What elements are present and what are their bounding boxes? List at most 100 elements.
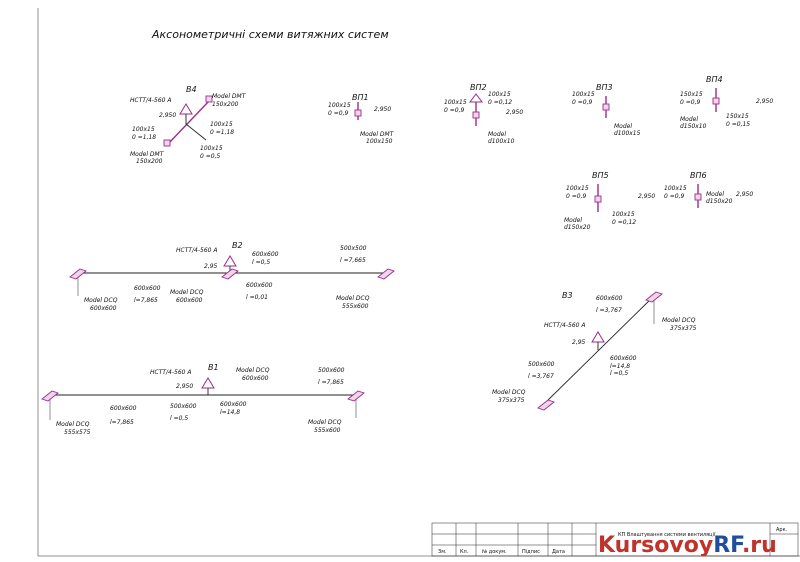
bp2-lbl3: 100x15	[488, 91, 511, 98]
bp4-lbl5: 0 =0,15	[726, 121, 750, 128]
bp3-lbl3: Model	[614, 123, 632, 130]
b4-lbl9: 0 =0,5	[200, 153, 220, 160]
b4-grille-2	[205, 95, 213, 103]
b4-lbl1: 2,950	[159, 112, 176, 119]
bp4-name: ВП4	[706, 75, 723, 84]
system-b1: В1 НСТТ/4-560 А 2,950 Model DCQ 600x600 …	[41, 363, 365, 436]
bp4-grille	[712, 97, 720, 105]
b3-m1: Model DCQ	[662, 317, 696, 324]
b3-lbl6: l =0,5	[610, 370, 628, 377]
b1-lbl9: l=14,8	[220, 409, 240, 416]
stamp-frame	[431, 522, 799, 557]
b2-m3: Model DCQ	[336, 295, 370, 302]
system-b4: В4 НСТТ/4-560 А 2,950 Model DMT 150x200 …	[130, 85, 247, 165]
bp3-lbl4: d100x15	[614, 130, 641, 137]
bp5-lbl6: Model	[564, 217, 582, 224]
b1-grille-2	[347, 390, 365, 402]
b1-lbl2: Model DCQ	[236, 367, 270, 374]
b4-lbl6: 100x15	[210, 121, 233, 128]
bp6-name: ВП6	[690, 171, 707, 180]
bp4-lbl3: 2,950	[756, 98, 773, 105]
system-bp2: ВП2 100x15 0 =0,9 100x15 0 =0,12 2,950 M…	[444, 83, 523, 145]
b2-lbl5: l=7,865	[134, 297, 158, 304]
system-bp3: ВП3 100x15 0 =0,9 Model d100x15	[572, 83, 641, 137]
bp5-lbl1: 100x15	[566, 185, 589, 192]
b3-lbl4: 600x600	[610, 355, 637, 362]
b4-lbl4: 100x15	[132, 126, 155, 133]
bp4-lbl2: 0 =0,9	[680, 99, 700, 106]
b4-name: В4	[186, 85, 197, 94]
b3-lbl1: 2,95	[572, 339, 586, 346]
bp1-lbl4: Model DMT	[360, 131, 395, 138]
bp4-lbl1: 150x15	[680, 91, 703, 98]
b1-name: В1	[208, 363, 219, 372]
b2-grille-3	[377, 268, 395, 280]
b4-lbl2: Model DMT	[212, 93, 247, 100]
b2-lbl1: 2,95	[204, 263, 218, 270]
bp3-grille	[602, 103, 610, 111]
b2-grille-2	[221, 268, 239, 280]
b1-lbl1: 2,950	[176, 383, 193, 390]
bp6-lbl1: 100x15	[664, 185, 687, 192]
b2-lbl4: 600x600	[134, 285, 161, 292]
b1-lbl7: l =0,5	[170, 415, 188, 422]
b4-lbl3: 150x200	[212, 101, 239, 108]
bp3-lbl2: 0 =0,9	[572, 99, 592, 106]
b3-lbl2: 600x600	[596, 295, 623, 302]
b1-m2: Model DCQ	[308, 419, 342, 426]
stamp-col5: Дата	[552, 549, 565, 555]
b3-m2s: 375x375	[498, 397, 525, 404]
bp5-lbl2: 0 =0,9	[566, 193, 586, 200]
b4-lbl10: Model DMT	[130, 151, 165, 158]
b2-m1s: 600x600	[90, 305, 117, 312]
b1-lbl4: 600x600	[110, 405, 137, 412]
system-bp1: ВП1 100x15 0 =0,9 2,950 Model DMT 100x15…	[328, 93, 395, 145]
bp5-grille	[594, 195, 602, 203]
b3-main-duct	[543, 295, 655, 405]
b2-lbl2: 600x600	[252, 251, 279, 258]
b2-m2: Model DCQ	[170, 289, 204, 296]
b2-fan-icon	[223, 255, 237, 267]
bp3-name: ВП3	[596, 83, 613, 92]
b1-m1s: 555x575	[64, 429, 91, 436]
b2-lbl8: 500x500	[340, 245, 367, 252]
watermark-part1: KursovoyRF.ru	[598, 533, 777, 558]
b1-lbl11: l =7,865	[318, 379, 344, 386]
b3-fan-icon	[591, 331, 605, 343]
b1-lbl5: l=7,865	[110, 419, 134, 426]
b3-lbl3: l =3,767	[596, 307, 622, 314]
bp4-lbl7: d150x10	[680, 123, 707, 130]
bp1-lbl1: 100x15	[328, 102, 351, 109]
b4-fan-icon	[179, 103, 193, 115]
b4-duct-branch	[185, 123, 207, 141]
b1-grille-1	[41, 390, 59, 402]
system-bp6: ВП6 100x15 0 =0,9 2,950 Model d150x20	[664, 171, 753, 208]
b2-lbl7: l =0,01	[246, 294, 268, 301]
bp3-lbl1: 100x15	[572, 91, 595, 98]
b3-fan: НСТТ/4-560 А	[544, 322, 586, 329]
b2-m2s: 600x600	[176, 297, 203, 304]
bp2-grille	[472, 111, 480, 119]
b3-m1s: 375x375	[670, 325, 697, 332]
b2-grille-1	[69, 268, 87, 280]
bp5-lbl5: 0 =0,12	[612, 219, 636, 226]
bp2-name: ВП2	[470, 83, 487, 92]
b2-lbl9: l =7,665	[340, 257, 366, 264]
stamp-doc-text: КП Влаштування системи вентиляції	[618, 532, 716, 538]
bp2-lbl7: d100x10	[488, 138, 515, 145]
stamp-sheet-label: Арк.	[776, 527, 788, 533]
b2-m3s: 555x600	[342, 303, 369, 310]
b1-lbl3: 600x600	[242, 375, 269, 382]
system-bp4: ВП4 150x15 0 =0,9 2,950 150x15 0 =0,15 M…	[680, 75, 773, 130]
b1-m1: Model DCQ	[56, 421, 90, 428]
watermark-text-3: .ru	[742, 533, 777, 558]
b1-fan: НСТТ/4-560 А	[150, 369, 192, 376]
bp1-lbl3: 2,950	[374, 106, 391, 113]
b1-m2s: 555x600	[314, 427, 341, 434]
b3-lbl7: 500x600	[528, 361, 555, 368]
bp6-lbl3: 2,950	[736, 191, 753, 198]
b2-m1: Model DCQ	[84, 297, 118, 304]
stamp-col1: Зм.	[438, 549, 447, 555]
b2-fan: НСТТ/4-560 А	[176, 247, 218, 254]
bp5-lbl7: d150x20	[564, 224, 591, 231]
